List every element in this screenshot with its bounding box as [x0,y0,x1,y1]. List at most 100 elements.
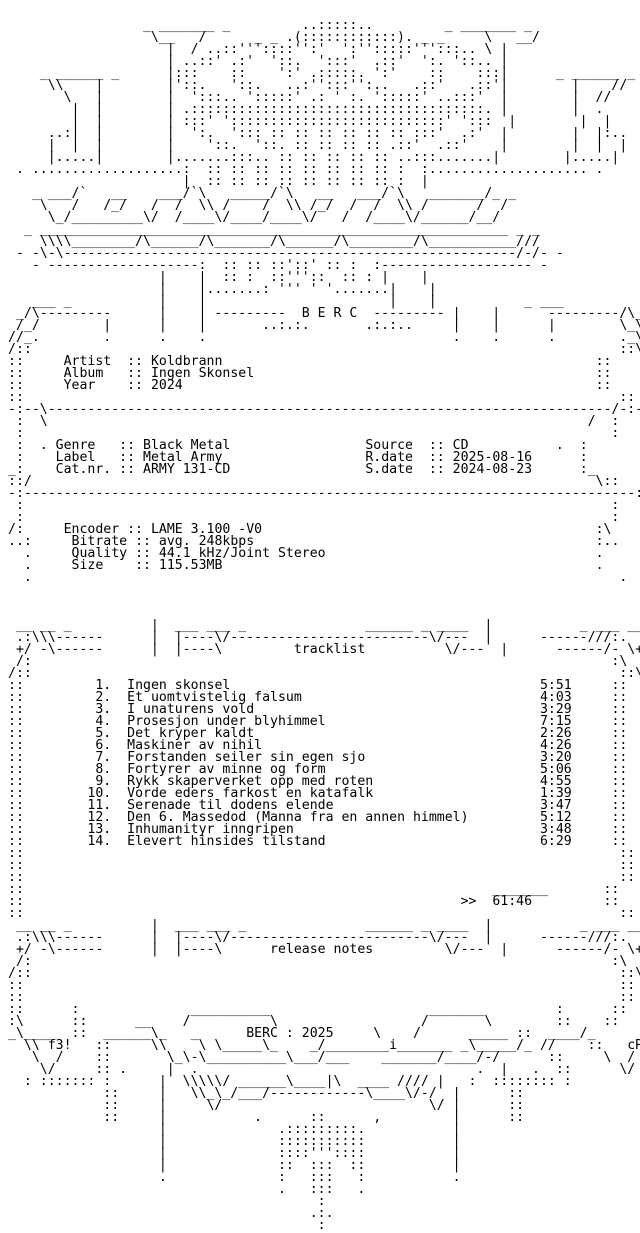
ascii-art-line: -:--------------------------------------… [8,486,640,501]
ascii-frame: :: [8,714,88,729]
ascii-art-line: _ ______________________________________… [23,222,540,237]
ascii-art-line: /: :\ [15,954,628,969]
ascii-frame: :: [571,798,628,813]
track-number: 9. [87,774,112,789]
track-number: 13. [87,822,112,837]
track-title: Forstanden seiler sin egen sjo [127,750,533,765]
track-row: :: 13. Inhumanityr inngripen 3:48 :: [8,822,627,837]
track-title: Den 6. Massedod (Manna fra en annen himm… [127,810,533,825]
ascii-art-line: :: :: [8,390,636,405]
bitrate-label: Bitrate [71,534,136,549]
ascii-art-line: /_/ | | | ..:.:. .:.:.. | | | \_\ [15,318,640,333]
ascii-frame: :: [8,810,88,825]
bitrate-row: ..: Bitrate :: avg. 248kbps :.. [8,534,619,549]
ascii-art-line: /: :\ [15,654,628,669]
track-duration: 4:26 [532,738,572,753]
ascii-frame: :: [8,366,64,381]
track-row: :: 5. Det kryper kaldt 2:26 :: [8,726,627,741]
track-duration: 5:06 [532,762,572,777]
ascii-frame: :: [8,378,64,393]
ascii-art-line: : [317,1218,326,1233]
ascii-frame: /: [8,522,64,537]
track-row: :: 14. Elevert hinsides tilstand 6:29 :: [8,834,627,849]
ascii-frame: :: [571,810,628,825]
ascii-frame: :: [127,354,151,369]
ascii-frame: :: [8,678,88,693]
ascii-frame: :: [571,726,628,741]
ascii-frame: :: [428,450,453,465]
size-row: . Size :: 115.53MB . [8,558,604,573]
ascii-frame: ..: [8,534,72,549]
ascii-art-line: | | | .:::::::::::::::::::::::::::::::::… [71,102,604,117]
track-row: :: 10. Vorde eders farkost en katafalk 1… [8,786,627,801]
artist-value: Koldbrann [150,354,596,369]
ascii-frame: :: [8,750,88,765]
total-marker: >> [460,894,477,909]
track-title: Et uomtvistelig falsum [127,690,533,705]
size-label: Size [71,558,136,573]
ascii-frame: :: [571,678,628,693]
ascii-art-line: \ | | ':::.. ':::::' .: ' :. ':::::' ..:… [63,90,612,105]
ascii-art-line: | |.......: ''' ' '.......| | [158,282,437,297]
quality-row: . Quality :: 44.1 kHz/Joint Stereo . [8,546,604,561]
ascii-frame: :: [571,822,628,837]
track-title: Inhumanityr inngripen [127,822,533,837]
track-title: Rykk skaperverket opp med roten [127,774,533,789]
track-duration: 1:39 [532,786,572,801]
ascii-art-line: | | | | '::. '::. :: :: :: :: .::' .::' … [47,138,628,153]
source-label: Source [365,438,429,453]
total-duration: 61:46 [492,894,533,909]
encoder-value: LAME 3.100 -V0 [150,522,596,537]
ascii-art-line: :: | \\_\_/___/------------\____\/-/ | :… [103,1086,525,1101]
ascii-frame: :.. [595,534,620,549]
ascii-frame: :: [8,690,88,705]
ascii-art-line: :\ :: __ / \ / \ :: :: [8,1014,620,1029]
track-title: Prosesjon under blyhimmel [127,714,533,729]
ascii-frame: :: [571,714,628,729]
ascii-art-line: //_. . . . . . . ._\\ [8,330,640,345]
track-title: Det kryper kaldt [127,726,533,741]
track-title: Elevert hinsides tilstand [127,834,533,849]
track-number: 7. [87,750,112,765]
ascii-art-line: :: :: [8,906,636,921]
catnr-row: _: Cat.nr. :: ARMY 131-CD S.date :: 2024… [8,462,596,477]
year-label: Year [63,378,128,393]
ascii-frame: :: [571,774,628,789]
ascii-frame: . [595,546,604,561]
ascii-frame: :: [571,738,628,753]
ascii-art-line: :: | . :: , | :: [103,1110,525,1125]
quality-label: Quality [71,546,136,561]
ascii-frame: \ / _____ :: ____/_ [333,1026,596,1041]
ascii-art-line: | / ..::'''::::'':' ':'':::::''':::.. \ … [166,42,509,57]
ascii-art-line: :: : __________ _______ : :: [8,1002,628,1017]
ascii-frame: \/--- | ------/- \+ [365,642,640,657]
sdate-label: S.date [365,462,429,477]
ascii-art-line: \\ | |'::. '::. ..:'':::'':.. .::' .::'|… [47,78,628,93]
quality-value: 44.1 kHz/Joint Stereo [158,546,596,561]
track-number: 2. [87,690,112,705]
track-number: 3. [87,702,112,717]
track-title: Maskiner av nihil [127,738,533,753]
track-duration: 3:20 [532,750,572,765]
ascii-art-line: . . [23,570,628,585]
ascii-frame: :: [571,762,628,777]
ascii-frame: :_ [555,462,596,477]
album-value: Ingen Skonsel [150,366,596,381]
ascii-art-line: ..:| | | ':. '::: :: :: :: :: :: :: :::'… [47,126,628,141]
artist-label: Artist [63,354,128,369]
ascii-frame: . : [555,438,588,453]
nfo-document: _ _______ _ ..:::::.. _ _______ _ \__ / … [8,19,640,1233]
ascii-frame: . [8,558,72,573]
album-row: :: Album :: Ingen Skonsel :: [8,366,611,381]
track-row: :: 12. Den 6. Massedod (Manna fra en ann… [8,810,627,825]
ascii-art-line: | ::::::::::: | [158,1134,461,1149]
track-row: :: 8. Fortyrer av minne og form 5:06 :: [8,762,627,777]
year-value: 2024 [150,378,596,393]
ascii-art-line: : : [15,426,620,441]
ascii-art-line: | | :: : ::''':: :: : | | [158,270,429,285]
sdate-value: 2024-08-23 [452,462,556,477]
track-duration: 3:29 [532,702,572,717]
ascii-frame: :: [8,822,88,837]
ascii-art-line: : \ / : [15,414,620,429]
tracklist-heading: tracklist [293,642,366,657]
